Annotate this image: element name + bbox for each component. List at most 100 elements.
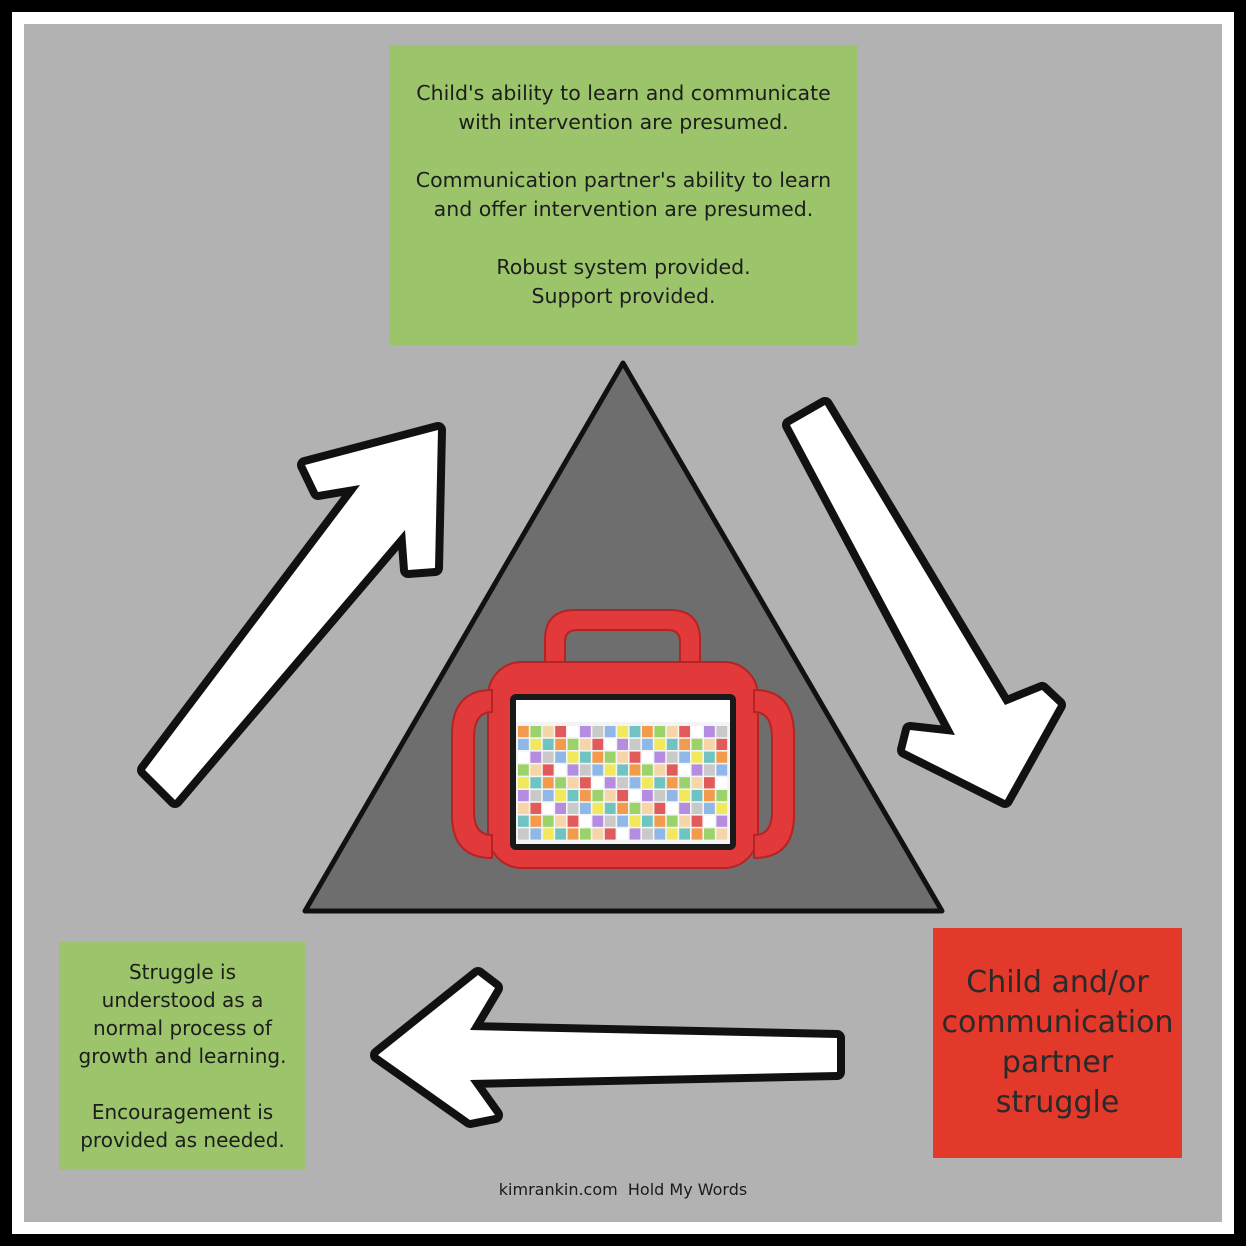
symbol-cell (580, 738, 591, 750)
symbol-cell (666, 790, 678, 802)
symbol-cell (704, 738, 715, 750)
symbol-cell (530, 815, 542, 827)
symbol-cell (555, 828, 566, 840)
symbol-cell (679, 790, 690, 802)
symbol-cell (518, 764, 529, 776)
symbol-cell (530, 764, 542, 776)
symbol-cell (604, 764, 616, 776)
symbol-cell (542, 726, 554, 738)
symbol-cell (629, 790, 641, 802)
symbol-cell (642, 802, 653, 814)
symbol-cell (567, 751, 579, 763)
symbol-cell (654, 790, 666, 802)
symbol-cell (542, 815, 554, 827)
symbol-cell (629, 738, 641, 750)
symbol-cell (654, 751, 666, 763)
symbol-cell (592, 790, 604, 802)
symbol-cell (704, 790, 715, 802)
symbol-cell (604, 802, 616, 814)
symbol-cell (617, 738, 628, 750)
symbol-cell (654, 726, 666, 738)
symbol-cell (604, 726, 616, 738)
symbol-cell (530, 828, 542, 840)
symbol-cell (617, 751, 628, 763)
symbol-cell (704, 751, 715, 763)
symbol-cell (642, 738, 653, 750)
symbol-cell (518, 802, 529, 814)
symbol-cell (716, 828, 728, 840)
struggle-box: Child and/or communication partner strug… (933, 928, 1182, 1158)
symbol-cell (542, 777, 554, 789)
symbol-cell (567, 790, 579, 802)
symbol-cell (542, 790, 554, 802)
symbol-cell (704, 815, 715, 827)
symbol-cell (654, 802, 666, 814)
symbol-cell (691, 738, 703, 750)
symbol-cell (691, 815, 703, 827)
symbol-cell (666, 764, 678, 776)
symbol-cell (617, 777, 628, 789)
symbol-cell (716, 815, 728, 827)
symbol-cell (580, 764, 591, 776)
struggle-text: Child and/or communication partner strug… (941, 965, 1174, 1120)
symbol-cell (555, 777, 566, 789)
symbol-cell (629, 828, 641, 840)
symbol-cell (716, 777, 728, 789)
symbol-cell (666, 726, 678, 738)
symbol-cell (642, 828, 653, 840)
symbol-cell (567, 726, 579, 738)
symbol-cell (679, 815, 690, 827)
symbol-cell (629, 764, 641, 776)
symbol-cell (691, 764, 703, 776)
symbol-cell (592, 738, 604, 750)
symbol-cell (617, 726, 628, 738)
symbol-cell (654, 815, 666, 827)
top-presumption-box: Child's ability to learn and communicate… (389, 45, 858, 345)
symbol-cell (679, 777, 690, 789)
symbol-cell (567, 815, 579, 827)
symbol-cell (518, 777, 529, 789)
symbol-cell (592, 802, 604, 814)
arrow-up-right (137, 422, 446, 808)
encouragement-text: Encouragement is provided as needed. (80, 1100, 285, 1152)
symbol-cell (555, 790, 566, 802)
symbol-cell (691, 802, 703, 814)
symbol-cell (642, 777, 653, 789)
symbol-cell (604, 815, 616, 827)
symbol-cell (555, 802, 566, 814)
symbol-cell (654, 828, 666, 840)
footer-tagline: Hold My Words (627, 1180, 748, 1199)
symbol-cell (555, 815, 566, 827)
symbol-cell (629, 751, 641, 763)
symbol-cell (580, 828, 591, 840)
symbol-cell (704, 777, 715, 789)
symbol-cell (567, 802, 579, 814)
symbol-cell (592, 751, 604, 763)
symbol-cell (617, 815, 628, 827)
encouragement-box: Struggle is understood as a normal proce… (59, 942, 306, 1170)
symbol-cell (530, 726, 542, 738)
symbol-cell (592, 764, 604, 776)
symbol-cell (604, 828, 616, 840)
footer-credit: kimrankin.com Hold My Words (0, 1180, 1246, 1199)
symbol-cell (542, 802, 554, 814)
symbol-cell (679, 751, 690, 763)
symbol-cell (518, 828, 529, 840)
symbol-cell (604, 751, 616, 763)
symbol-cell (580, 726, 591, 738)
support-line: Support provided. (531, 284, 716, 308)
aac-tablet-image (451, 609, 795, 869)
symbol-cell (716, 751, 728, 763)
symbol-cell (518, 751, 529, 763)
symbol-cell (691, 726, 703, 738)
symbol-cell (679, 802, 690, 814)
symbol-cell (691, 751, 703, 763)
footer-site: kimrankin.com (498, 1180, 618, 1199)
symbol-cell (654, 764, 666, 776)
symbol-cell (604, 738, 616, 750)
symbol-cell (580, 777, 591, 789)
symbol-cell (518, 726, 529, 738)
symbol-cell (629, 802, 641, 814)
presume-partner-text: Communication partner's ability to learn… (415, 168, 832, 221)
